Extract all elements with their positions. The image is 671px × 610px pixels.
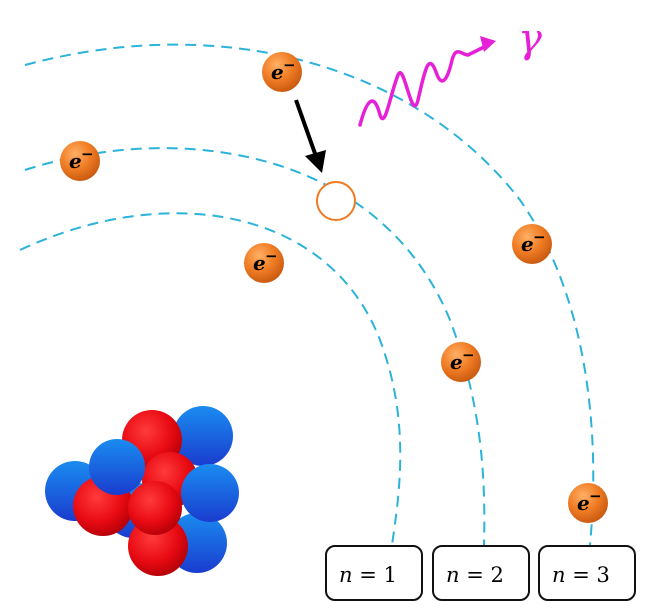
svg-text:e: e — [271, 60, 284, 84]
orbit-n3 — [24, 43, 595, 546]
level-label-n2: n = 2 — [432, 545, 530, 601]
svg-text:−: − — [283, 56, 296, 74]
svg-text:e: e — [521, 232, 534, 256]
photon-wave: γ — [358, 16, 542, 127]
electron: e − — [568, 483, 608, 523]
svg-text:−: − — [462, 346, 475, 364]
svg-text:e: e — [450, 350, 463, 374]
photon-arrowhead — [480, 36, 496, 52]
electron: e − — [244, 243, 284, 283]
photon-label: γ — [518, 16, 542, 62]
neutron — [181, 464, 239, 522]
transition-arrow — [294, 99, 326, 173]
proton — [128, 481, 182, 535]
svg-text:n = 2: n = 2 — [446, 563, 504, 587]
electron: e − — [441, 342, 481, 382]
orbit-n2 — [24, 147, 486, 546]
svg-text:n = 3: n = 3 — [552, 563, 610, 587]
svg-text:−: − — [589, 487, 602, 505]
svg-text:e: e — [253, 251, 266, 275]
svg-text:e: e — [69, 149, 82, 173]
electron: e − — [512, 224, 552, 264]
electron: e − — [60, 141, 100, 181]
electron-vacancy — [316, 181, 356, 221]
level-label-n1: n = 1 — [325, 545, 423, 601]
svg-text:−: − — [265, 247, 278, 265]
electron: e − — [262, 52, 302, 92]
nucleus — [45, 406, 239, 576]
neutron — [173, 406, 233, 466]
svg-text:e: e — [577, 491, 590, 515]
svg-text:−: − — [533, 228, 546, 246]
svg-text:n = 1: n = 1 — [339, 563, 397, 587]
svg-text:−: − — [81, 145, 94, 163]
level-label-n3: n = 3 — [538, 545, 636, 601]
neutron — [89, 439, 145, 495]
